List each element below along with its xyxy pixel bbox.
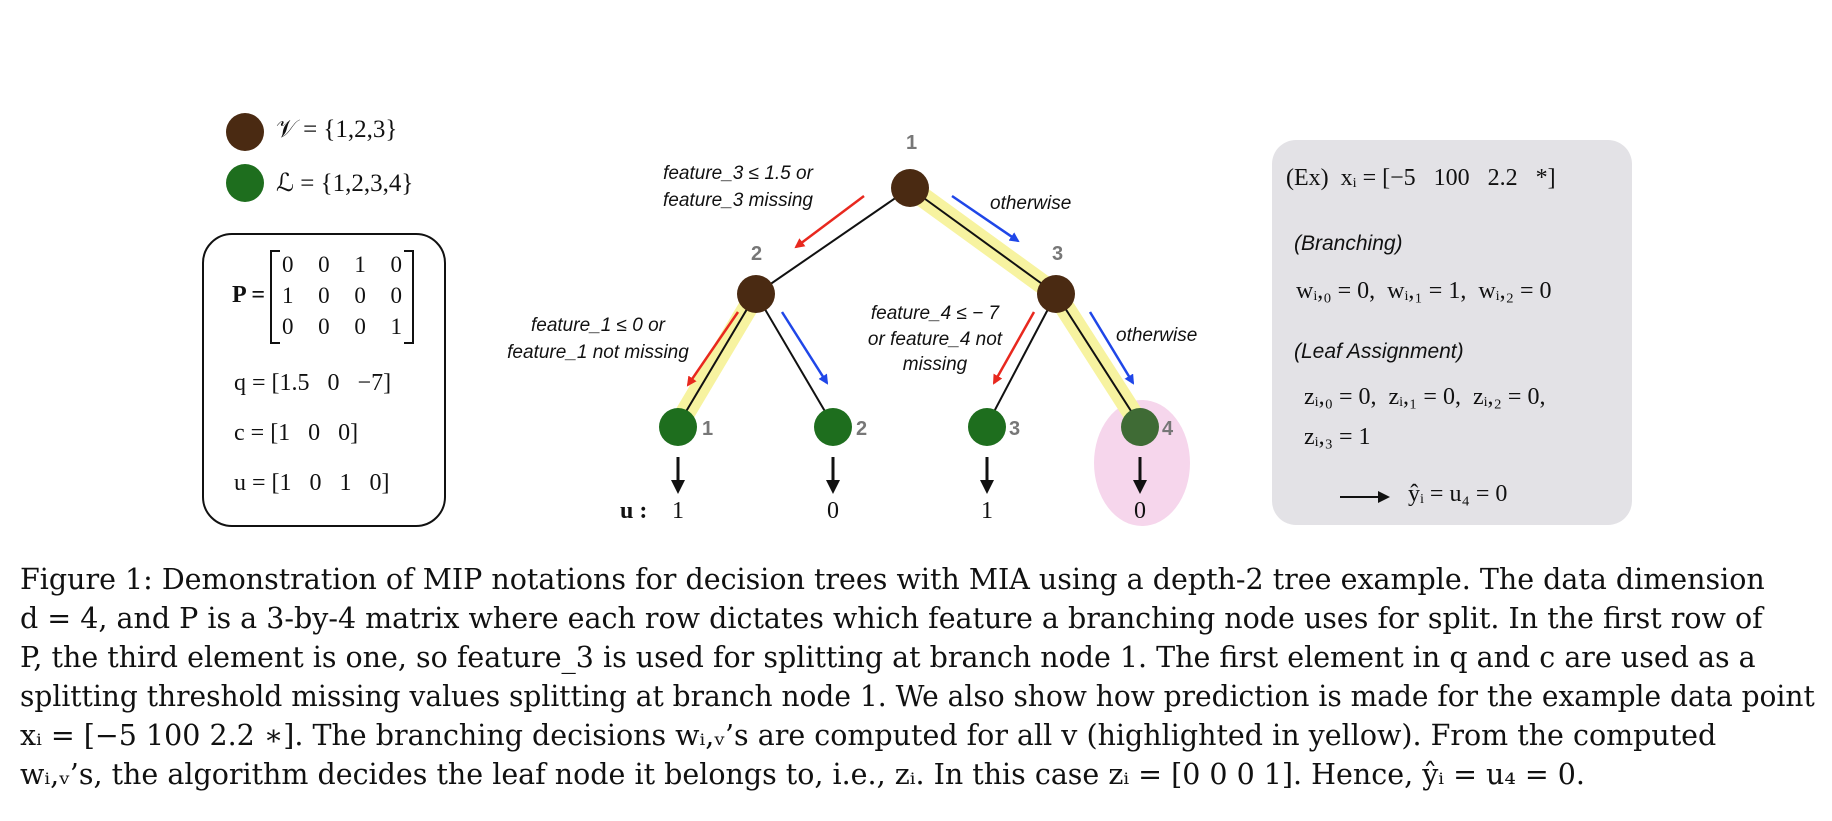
u-value-leaf2: 0 xyxy=(827,498,839,524)
branch-node-2 xyxy=(737,275,775,313)
u-value-leaf1: 1 xyxy=(672,498,684,524)
p-matrix-label: P = xyxy=(232,282,266,308)
leaf-node-1 xyxy=(659,408,697,446)
u-value-leaf4: 0 xyxy=(1134,498,1146,524)
leaf-2-label: 2 xyxy=(856,418,867,440)
p-cell: 0 xyxy=(390,252,402,277)
p-cell: 0 xyxy=(390,283,402,308)
u-row-label: u : xyxy=(620,498,648,524)
caption-line: xᵢ = [−5 100 2.2 ∗]. The branching decis… xyxy=(20,719,1717,752)
leaf-assignment-line2: zᵢ,₃ = 1 xyxy=(1304,424,1371,450)
blue-arrow-root-right xyxy=(951,194,1020,243)
node-3-label: 3 xyxy=(1052,243,1063,265)
p-cell: 0 xyxy=(318,252,330,277)
p-cell: 1 xyxy=(390,314,402,339)
leaf-assignment-heading: (Leaf Assignment) xyxy=(1294,340,1464,363)
example-title: (Ex) xᵢ = [−5 100 2.2 *] xyxy=(1286,165,1556,191)
node-2-label: 2 xyxy=(751,243,762,265)
leaf-node-3 xyxy=(968,408,1006,446)
p-cell: 1 xyxy=(354,252,366,277)
branch-node-1 xyxy=(891,169,929,207)
condition-node3-left-line3: missing xyxy=(903,354,968,375)
leaf-assignment-line1: zᵢ,₀ = 0, zᵢ,₁ = 0, zᵢ,₂ = 0, xyxy=(1304,384,1546,410)
edge-root-node3 xyxy=(909,187,1057,295)
p-cell: 0 xyxy=(318,283,330,308)
blue-arrow-node2-right xyxy=(780,311,829,385)
u-value-leaf3: 1 xyxy=(981,498,993,524)
condition-node2-left-line1: feature_1 ≤ 0 or xyxy=(531,315,666,336)
p-cell: 0 xyxy=(318,314,330,339)
q-vector: q = [1.5 0 −7] xyxy=(234,370,392,396)
condition-root-right: otherwise xyxy=(990,193,1071,214)
branching-heading: (Branching) xyxy=(1294,232,1403,255)
edge-node3-leaf3 xyxy=(986,293,1057,426)
leaf-3-label: 3 xyxy=(1009,418,1020,440)
p-cell: 1 xyxy=(282,283,294,308)
condition-root-left-line1: feature_3 ≤ 1.5 or xyxy=(663,163,814,184)
node-1-label: 1 xyxy=(906,132,917,154)
edge-node3-leaf4 xyxy=(1055,293,1141,426)
p-cell: 0 xyxy=(282,314,294,339)
parameter-box xyxy=(202,233,446,527)
condition-root-left-line2: feature_3 missing xyxy=(663,190,813,211)
leaf-node-2 xyxy=(814,408,852,446)
condition-node3-left-line2: or feature_4 not xyxy=(868,329,1003,350)
caption-line: d = 4, and P is a 3-by-4 matrix where ea… xyxy=(20,602,1763,635)
leaf-node-4 xyxy=(1121,408,1159,446)
leaf-4-highlight xyxy=(1094,400,1190,526)
p-cell: 0 xyxy=(282,252,294,277)
edge-node2-leaf1 xyxy=(677,293,757,426)
caption-line: Figure 1: Demonstration of MIP notations… xyxy=(20,563,1765,596)
caption-line: splitting threshold missing values split… xyxy=(20,680,1815,713)
condition-node3-right: otherwise xyxy=(1116,325,1197,346)
red-arrow-node3-left xyxy=(992,311,1036,385)
branch-set-label: 𝒱 = {1,2,3} xyxy=(276,116,398,143)
red-arrow-root-left xyxy=(794,195,865,249)
figure-caption: Figure 1: Demonstration of MIP notations… xyxy=(20,560,1815,794)
edge-node2-leaf2 xyxy=(755,293,834,426)
caption-line: P, the third element is one, so feature_… xyxy=(20,641,1756,674)
red-arrow-node2-left xyxy=(686,311,740,387)
branch-node-legend-dot xyxy=(226,113,264,151)
leaf-1-label: 1 xyxy=(702,418,713,440)
condition-node2-left-line2: feature_1 not missing xyxy=(507,342,689,363)
decision-tree-diagram: 1 2 3 1 2 3 4 feature_3 ≤ 1.5 or feature… xyxy=(507,132,1197,526)
edge-root-node2 xyxy=(755,187,911,295)
u-vector: u = [1 0 1 0] xyxy=(234,470,390,496)
branching-values: wᵢ,₀ = 0, wᵢ,₁ = 1, wᵢ,₂ = 0 xyxy=(1296,278,1552,304)
leaf-node-legend-dot xyxy=(226,164,264,202)
leaf-4-label: 4 xyxy=(1162,418,1174,440)
caption-line: wᵢ,ᵥ’s, the algorithm decides the leaf n… xyxy=(20,758,1585,791)
blue-arrow-node3-right xyxy=(1088,311,1135,385)
example-box xyxy=(1272,140,1632,525)
c-vector: c = [1 0 0] xyxy=(234,420,359,446)
condition-node3-left-line1: feature_4 ≤ − 7 xyxy=(871,303,1001,324)
p-cell: 0 xyxy=(354,314,366,339)
prediction-arrow-icon xyxy=(1340,491,1390,503)
prediction-value: ŷᵢ = u₄ = 0 xyxy=(1408,481,1508,507)
p-cell: 0 xyxy=(354,283,366,308)
leaf-set-label: ℒ = {1,2,3,4} xyxy=(276,170,414,197)
branch-node-3 xyxy=(1037,275,1075,313)
